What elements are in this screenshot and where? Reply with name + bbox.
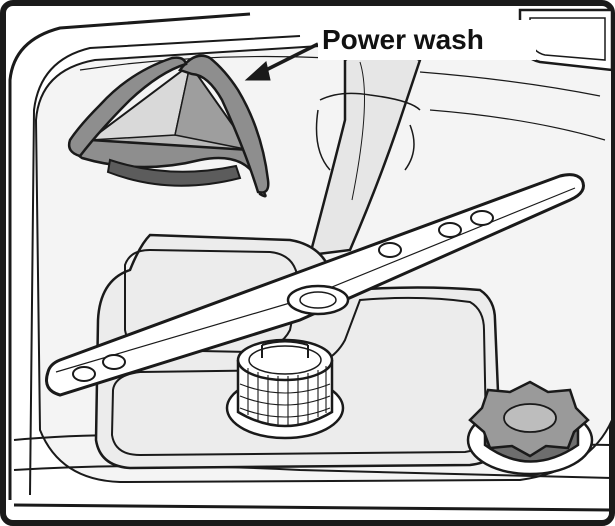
power-wash-nozzle-face-right [174, 63, 252, 152]
spray-hole [438, 222, 462, 238]
filter-handle [261, 340, 309, 358]
spray-hole [102, 354, 126, 370]
supply-tube-top-ring [319, 92, 421, 111]
power-wash-nozzle [67, 54, 270, 198]
callout-arrow [244, 42, 319, 81]
filter-top-inner [248, 345, 322, 375]
tub-inner-left-edge [29, 35, 301, 496]
power-wash-label: Power wash [318, 20, 536, 60]
spray-arm-hub-inner [299, 291, 337, 309]
power-wash-nozzle-fin-left [67, 56, 188, 158]
spray-arm-hub [286, 284, 350, 316]
tub-left-wall [8, 12, 251, 500]
power-wash-nozzle-base [106, 158, 242, 187]
back-wall-line-right-2 [429, 109, 606, 141]
tub-bottom-edge [13, 503, 613, 512]
supply-tube-highlight [351, 61, 365, 201]
spray-hole [72, 366, 96, 382]
filter-mesh [239, 366, 331, 426]
power-wash-nozzle-fin-top [177, 54, 270, 194]
back-wall-line-right [419, 71, 601, 97]
spray-hole [378, 242, 402, 258]
spray-hole [470, 210, 494, 226]
supply-tube-bracket [315, 109, 415, 171]
rinse-aid-cap-center [503, 403, 557, 433]
